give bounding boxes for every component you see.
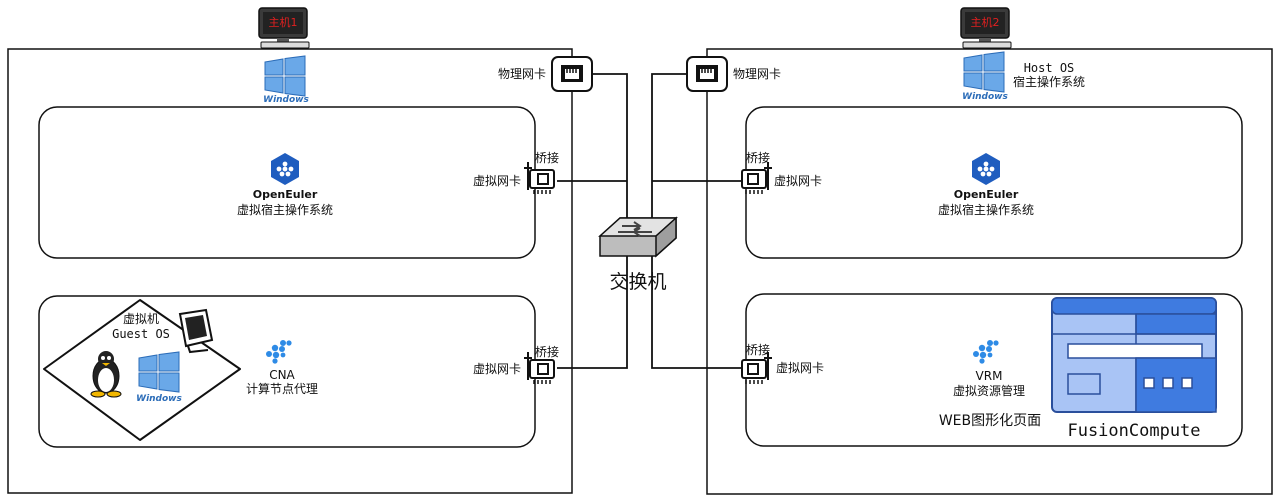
- host2-frame: [706, 48, 1273, 495]
- host2-vm1-logo-text: OpenEuler: [954, 188, 1019, 201]
- host2-vm2-fc-label: FusionCompute: [1067, 421, 1200, 441]
- switch-icon: [598, 216, 678, 258]
- host1-vm2-guest-line1: 虚拟机: [123, 312, 159, 326]
- host1-vm2-bridge-label: 桥接: [535, 344, 559, 359]
- host2-monitor-label: 主机2: [971, 15, 1000, 29]
- host1-vm1-vnic-label: 虚拟网卡: [473, 174, 521, 188]
- host1-frame: [7, 48, 573, 494]
- host1-vm2-vnic-label: 虚拟网卡: [473, 362, 521, 376]
- host2-vm1-desc: 虚拟宿主操作系统: [938, 202, 1034, 217]
- host1-windows-icon: [264, 55, 306, 97]
- host2-os-line1: Host OS: [1024, 61, 1075, 75]
- host1-nic-label: 物理网卡: [498, 67, 546, 81]
- host1-vm1-vnic-icon: [523, 161, 555, 195]
- fusioncompute-web-illustration: [1051, 297, 1217, 413]
- host2-vm2-desc: 虚拟资源管理: [953, 383, 1025, 398]
- host2-vm2-vnic-label: 虚拟网卡: [776, 361, 824, 375]
- host2-vm2-bridge-label: 桥接: [746, 342, 770, 357]
- switch-label: 交换机: [609, 271, 666, 293]
- host2-windows-text: Windows: [962, 92, 1008, 102]
- guest-monitor-icon: [178, 308, 214, 354]
- host1-physical-nic-icon: [551, 56, 593, 92]
- host1-vm2-title: CNA: [269, 368, 295, 382]
- host1-monitor-label: 主机1: [269, 15, 298, 29]
- host1-vm1-logo-text: OpenEuler: [253, 188, 318, 201]
- host1-vm1-desc: 虚拟宿主操作系统: [237, 202, 333, 217]
- host2-os-line2: 宿主操作系统: [1013, 74, 1085, 89]
- host2-nic-label: 物理网卡: [733, 67, 781, 81]
- guest-windows-text: Windows: [136, 394, 182, 404]
- host2-vm1-bridge-label: 桥接: [746, 150, 770, 165]
- host2-vm1-vnic-label: 虚拟网卡: [774, 174, 822, 188]
- linux-penguin-icon: [90, 351, 122, 398]
- host2-vm2-web-label: WEB图形化页面: [939, 413, 1041, 429]
- host2-vm2-title: VRM: [976, 369, 1003, 383]
- host2-windows-icon: [963, 51, 1005, 93]
- host1-windows-text: Windows: [263, 95, 309, 105]
- host1-vm1-bridge-label: 桥接: [535, 150, 559, 165]
- host1-vm2-desc: 计算节点代理: [246, 381, 318, 396]
- host1-vm2-guest-line2: Guest OS: [112, 327, 170, 341]
- host2-physical-nic-icon: [686, 56, 728, 92]
